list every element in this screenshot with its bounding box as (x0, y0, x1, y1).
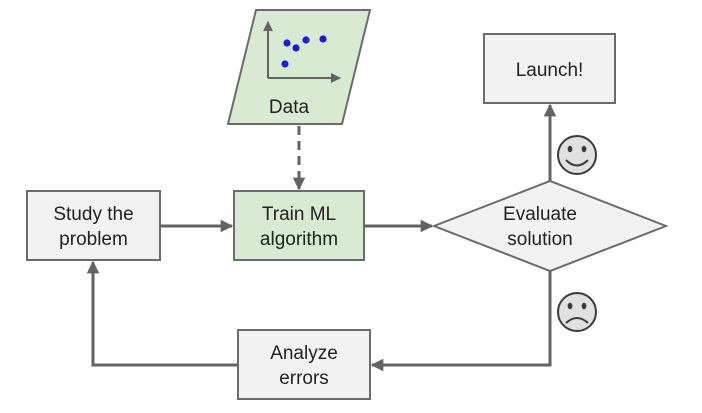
analyze-errors-label-line2: errors (279, 368, 329, 389)
data-point (319, 35, 327, 43)
scatter-plot-icon (263, 21, 341, 83)
data-shape (226, 9, 372, 125)
study-problem-label-line1: Study the (53, 204, 133, 225)
evaluate-solution-diamond (431, 179, 669, 273)
data-label: Data (269, 97, 310, 118)
happy-face-left-eye (567, 145, 573, 153)
train-algorithm-label-line2: algorithm (260, 229, 338, 250)
analyze-errors-label-line1: Analyze (270, 343, 338, 364)
happy-face-right-eye (581, 145, 587, 153)
sad-face-circle (557, 292, 597, 332)
happy-face-circle (557, 135, 597, 175)
sad-face-mouth (565, 317, 589, 324)
evaluate-solution-label-line1: Evaluate (503, 204, 577, 225)
analyze-errors-node: Analyze errors (237, 329, 371, 400)
analyze-errors-box (237, 329, 371, 400)
arrow-analyze-to-study (86, 260, 238, 367)
arrow-evaluate-to-analyze (370, 271, 552, 372)
data-point (302, 36, 310, 44)
happy-face-icon (557, 135, 597, 175)
evaluate-solution-label-line2: solution (507, 229, 573, 250)
launch-node: Launch! (483, 33, 616, 104)
evaluate-solution-node: Evaluate solution (431, 179, 669, 273)
data-point (283, 39, 291, 47)
sad-face-left-eye (567, 302, 573, 310)
data-point (292, 44, 300, 52)
launch-label: Launch! (516, 60, 584, 81)
train-algorithm-label-line1: Train ML (262, 204, 336, 225)
data-node: Data (226, 9, 372, 125)
train-algorithm-box (233, 190, 365, 261)
train-algorithm-node: Train ML algorithm (233, 190, 365, 261)
happy-face-mouth (565, 159, 589, 167)
study-problem-label-line2: problem (59, 229, 128, 250)
study-problem-node: Study the problem (26, 190, 161, 261)
sad-face-right-eye (581, 302, 587, 310)
launch-box (483, 33, 616, 104)
data-point (281, 60, 289, 68)
sad-face-icon (557, 292, 597, 332)
